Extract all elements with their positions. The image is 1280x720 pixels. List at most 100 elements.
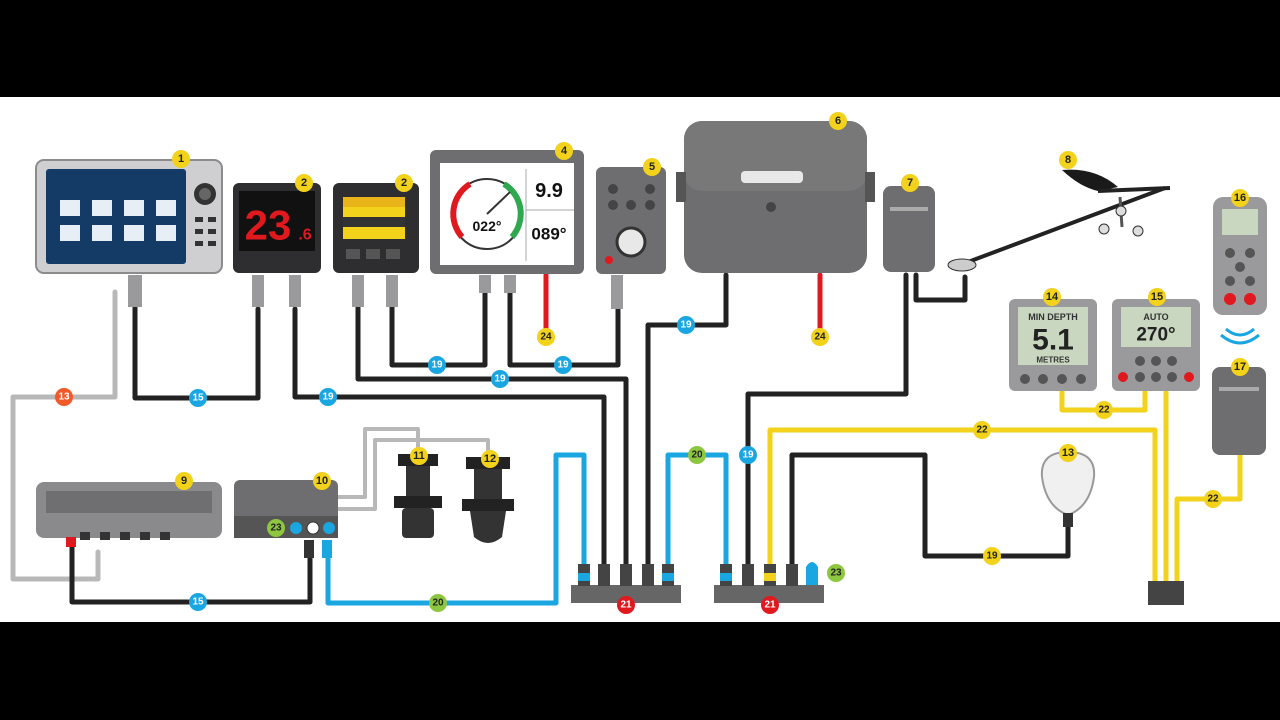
- svg-text:19: 19: [494, 374, 506, 385]
- device-16-wireless-remote: [1213, 197, 1267, 345]
- cable-wind: [913, 272, 968, 303]
- cable-transducer-11: [330, 427, 420, 499]
- svg-text:15: 15: [1151, 291, 1163, 303]
- tag-cable-19d: 19: [554, 356, 572, 374]
- connector-block-left: [571, 564, 681, 603]
- cable-22-a: [767, 427, 1158, 585]
- tag-cable-22a: 22: [973, 421, 991, 439]
- tag-cable-19g: 19: [983, 547, 1001, 565]
- tag-device-11: 11: [410, 447, 428, 465]
- device-11-transducer: [394, 454, 442, 538]
- display-15-line1: AUTO: [1143, 312, 1168, 322]
- tag-cable-19f: 19: [739, 446, 757, 464]
- cable-19-f: [745, 272, 909, 567]
- device-4-instrument-display: 022° 9.9 089°: [430, 150, 584, 293]
- device-5-joystick-controller: [596, 167, 666, 309]
- tag-cable-15b: 15: [189, 593, 207, 611]
- tag-cable-22c: 22: [1204, 490, 1222, 508]
- tag-cable-24b: 24: [811, 328, 829, 346]
- svg-text:19: 19: [431, 360, 443, 371]
- svg-text:23: 23: [270, 523, 282, 534]
- tag-device-6: 6: [829, 112, 847, 130]
- svg-text:17: 17: [1234, 361, 1246, 373]
- device-2-autopilot-control: [333, 183, 419, 307]
- device-12-transducer: [462, 457, 514, 543]
- device-6-course-computer: [676, 121, 875, 273]
- tag-cable-19c: 19: [428, 356, 446, 374]
- device-17-wireless-base: [1212, 367, 1266, 455]
- device-1-multifunction-display: [35, 159, 223, 307]
- svg-text:23: 23: [830, 568, 842, 579]
- svg-text:19: 19: [322, 392, 334, 403]
- svg-text:21: 21: [620, 600, 632, 611]
- svg-text:2: 2: [401, 177, 407, 189]
- display-14-line1: MIN DEPTH: [1028, 312, 1078, 322]
- tag-connector-left: 21: [617, 596, 635, 614]
- tag-device-17: 17: [1231, 358, 1249, 376]
- cable-19-c: [389, 289, 488, 368]
- cable-transducer-12: [330, 438, 490, 511]
- tag-device-4: 4: [555, 142, 573, 160]
- svg-text:8: 8: [1065, 154, 1071, 166]
- diagram-canvas: 23 .6 022° 9.9 089°: [10, 112, 1267, 614]
- cable-13: [10, 289, 118, 582]
- tag-device-13: 13: [1059, 444, 1077, 462]
- svg-text:4: 4: [561, 145, 568, 157]
- svg-text:15: 15: [192, 597, 204, 608]
- svg-text:6: 6: [835, 115, 841, 127]
- connector-block-22: [1148, 581, 1184, 605]
- tag-device-9: 9: [175, 472, 193, 490]
- svg-text:19: 19: [557, 360, 569, 371]
- tag-pod-23: 23: [267, 519, 285, 537]
- tag-device-15: 15: [1148, 288, 1166, 306]
- svg-text:2: 2: [301, 177, 307, 189]
- display-15-reading: 270°: [1136, 325, 1175, 346]
- tag-cable-19e: 19: [677, 316, 695, 334]
- device-14-depth-instrument: MIN DEPTH 5.1 METRES: [1009, 299, 1097, 391]
- device-15-autopilot-instrument: AUTO 270°: [1112, 299, 1200, 391]
- svg-text:12: 12: [484, 453, 496, 465]
- svg-text:15: 15: [192, 393, 204, 404]
- device-8-wind-transducer: [947, 169, 1171, 272]
- display-4-dial-reading: 022°: [473, 218, 502, 234]
- cable-20-a: [325, 452, 587, 606]
- svg-text:19: 19: [742, 450, 754, 461]
- tag-device-7: 7: [901, 174, 919, 192]
- cable-22-d: [1174, 449, 1243, 585]
- svg-text:11: 11: [413, 450, 425, 462]
- svg-text:22: 22: [976, 425, 988, 436]
- svg-text:19: 19: [680, 320, 692, 331]
- tag-device-12: 12: [481, 450, 499, 468]
- device-7-sensor-unit: [883, 186, 935, 272]
- display-4-reading-top: 9.9: [535, 180, 563, 202]
- cable-19-d: [507, 289, 621, 368]
- device-9-network-hub: [36, 482, 222, 547]
- tag-device-10: 10: [313, 472, 331, 490]
- svg-text:21: 21: [764, 600, 776, 611]
- tag-cable-19a: 19: [319, 388, 337, 406]
- tag-cable-19b: 19: [491, 370, 509, 388]
- svg-text:9: 9: [181, 475, 187, 487]
- svg-text:7: 7: [907, 177, 913, 189]
- tag-cable-20a: 20: [429, 594, 447, 612]
- tag-connector-right: 21: [761, 596, 779, 614]
- cable-tags: 13 15 15 19 19 19 19 19 19 19 20 20 22 2…: [55, 316, 1222, 614]
- display-14-line3: METRES: [1036, 356, 1070, 365]
- display-2-reading-decimal: .6: [298, 227, 311, 244]
- tag-device-16: 16: [1231, 189, 1249, 207]
- tag-device-1: 1: [172, 150, 190, 168]
- svg-text:5: 5: [649, 161, 655, 173]
- tag-device-5: 5: [643, 158, 661, 176]
- cable-15-top: [132, 304, 261, 401]
- svg-text:1: 1: [178, 153, 184, 165]
- tag-cable-13: 13: [55, 388, 73, 406]
- display-14-reading: 5.1: [1032, 324, 1074, 357]
- svg-text:22: 22: [1098, 405, 1110, 416]
- svg-text:22: 22: [1207, 494, 1219, 505]
- cable-20-b: [665, 452, 729, 567]
- svg-text:19: 19: [986, 551, 998, 562]
- tag-device-2a: 2: [295, 174, 313, 192]
- tag-device-2b: 2: [395, 174, 413, 192]
- svg-text:14: 14: [1046, 291, 1059, 303]
- device-tags: 1 2 2 4 5 6 7 8 9 10 11 12 13 14 15 16 1…: [172, 112, 1249, 490]
